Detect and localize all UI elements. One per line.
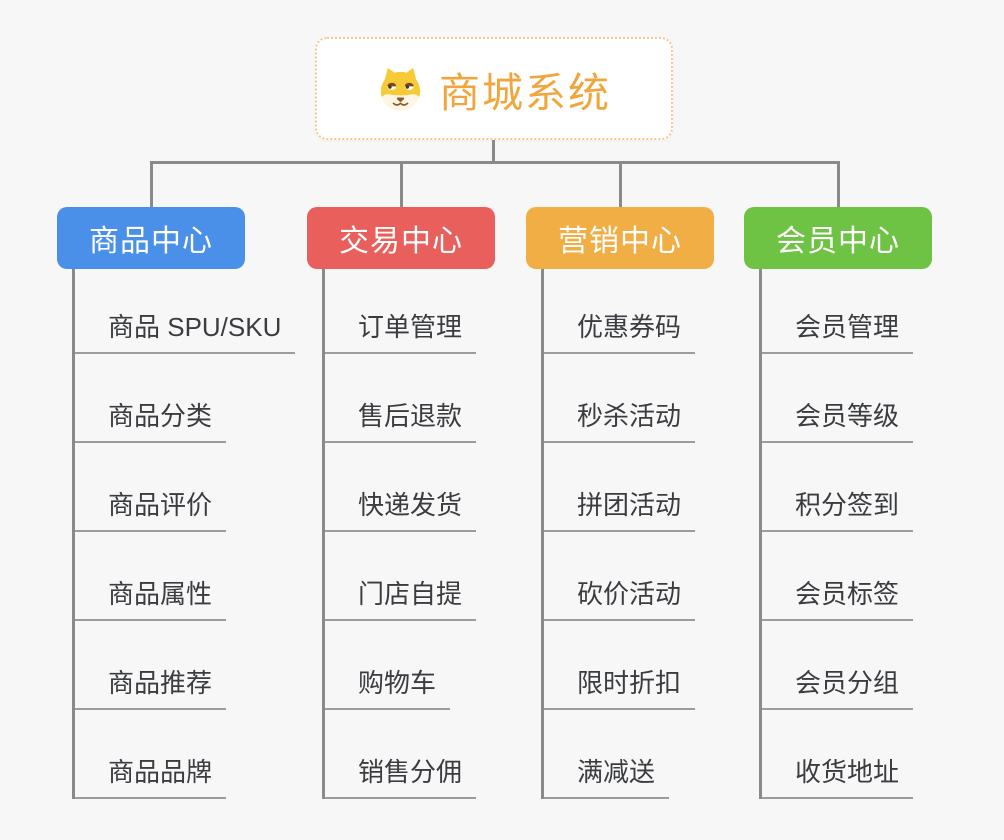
child-topic[interactable]: 门店自提 <box>325 577 477 621</box>
child-topic[interactable]: 会员分组 <box>762 666 914 710</box>
child-topic[interactable]: 商品属性 <box>75 577 227 621</box>
child-topic[interactable]: 会员标签 <box>762 577 914 621</box>
root-topic[interactable]: 商城系统 <box>315 37 673 140</box>
child-topic[interactable]: 砍价活动 <box>544 577 696 621</box>
branch-header-3[interactable]: 会员中心 <box>744 207 932 269</box>
child-topic[interactable]: 商品品牌 <box>75 755 227 799</box>
child-topic[interactable]: 销售分佣 <box>325 755 477 799</box>
child-topic[interactable]: 订单管理 <box>325 310 477 354</box>
child-topic[interactable]: 商品评价 <box>75 488 227 532</box>
child-topic[interactable]: 商品 SPU/SKU <box>75 310 296 354</box>
child-topic[interactable]: 限时折扣 <box>544 666 696 710</box>
connector-line <box>618 161 622 207</box>
branch-label: 会员中心 <box>776 225 900 258</box>
branch-label: 交易中心 <box>339 225 463 258</box>
branch-children: 会员管理会员等级积分签到会员标签会员分组收货地址 <box>759 269 914 799</box>
child-topic[interactable]: 会员管理 <box>762 310 914 354</box>
connector-line <box>149 161 840 164</box>
child-topic[interactable]: 积分签到 <box>762 488 914 532</box>
branch-children: 订单管理售后退款快递发货门店自提购物车销售分佣 <box>322 269 477 799</box>
connector-line <box>492 140 495 164</box>
branch-header-0[interactable]: 商品中心 <box>57 207 245 269</box>
child-topic[interactable]: 快递发货 <box>325 488 477 532</box>
dog-face-icon <box>380 67 421 112</box>
child-topic[interactable]: 会员等级 <box>762 399 914 443</box>
child-topic[interactable]: 商品推荐 <box>75 666 227 710</box>
branch-header-1[interactable]: 交易中心 <box>307 207 495 269</box>
child-topic[interactable]: 收货地址 <box>762 755 914 799</box>
connector-line <box>836 161 840 207</box>
branch-label: 商品中心 <box>89 225 213 258</box>
branch-children: 商品 SPU/SKU 商品分类商品评价商品属性商品推荐商品品牌 <box>72 269 296 799</box>
branch-header-2[interactable]: 营销中心 <box>526 207 714 269</box>
child-topic[interactable]: 优惠券码 <box>544 310 696 354</box>
child-topic[interactable]: 售后退款 <box>325 399 477 443</box>
branch-children: 优惠券码秒杀活动拼团活动砍价活动限时折扣满减送 <box>541 269 696 799</box>
child-topic[interactable]: 秒杀活动 <box>544 399 696 443</box>
root-topic-label: 商城系统 <box>439 69 611 116</box>
child-topic[interactable]: 商品分类 <box>75 399 227 443</box>
connector-line <box>399 161 403 207</box>
child-topic[interactable]: 满减送 <box>544 755 670 799</box>
child-topic[interactable]: 拼团活动 <box>544 488 696 532</box>
connector-line <box>149 161 153 207</box>
child-topic[interactable]: 购物车 <box>325 666 451 710</box>
branch-label: 营销中心 <box>558 225 682 258</box>
